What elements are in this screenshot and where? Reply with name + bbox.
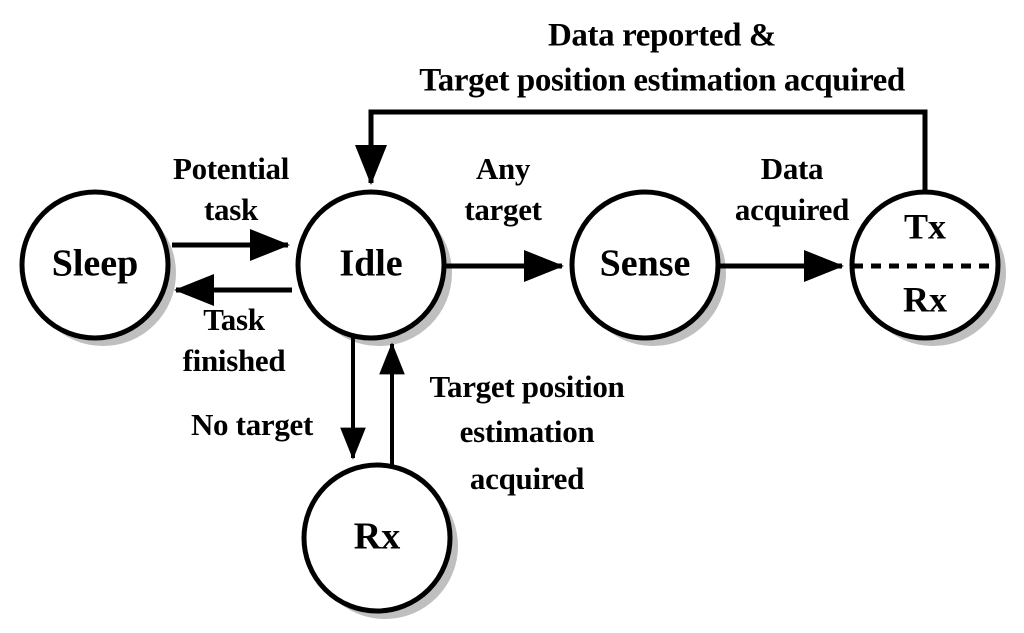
edge-label-data-acquired-line2: acquired xyxy=(735,192,849,227)
node-sleep[interactable]: Sleep xyxy=(19,189,171,341)
edges-layer xyxy=(172,109,928,468)
idle-node-label: Idle xyxy=(339,243,402,285)
node-rx[interactable]: Rx xyxy=(301,462,453,614)
edge-label-potential-task-line1: Potential xyxy=(173,151,290,186)
sense-node-label: Sense xyxy=(600,243,691,285)
sleep-node-label: Sleep xyxy=(52,243,139,285)
node-sense[interactable]: Sense xyxy=(569,189,721,341)
idle-node-circle[interactable] xyxy=(295,189,447,341)
edge-label-feedback-line2: Target position estimation acquired xyxy=(419,63,905,99)
edge-label-potential-task-line2: task xyxy=(204,192,259,227)
edge-labels-layer: Data reported & Target position estimati… xyxy=(173,18,905,497)
edge-label-any-target-line2: target xyxy=(464,192,542,227)
edge-label-data-acquired-line1: Data xyxy=(761,151,824,186)
node-idle[interactable]: Idle xyxy=(295,189,447,341)
txrx-node-label-tx: Tx xyxy=(904,206,946,246)
edge-label-tpe-line3: acquired xyxy=(470,461,584,496)
edge-txrx-to-idle-path xyxy=(355,109,928,192)
rx-node-circle[interactable] xyxy=(301,462,453,614)
edge-label-task-finished-line2: finished xyxy=(183,343,286,378)
sleep-node-circle[interactable] xyxy=(19,189,171,341)
sense-node-circle[interactable] xyxy=(569,189,721,341)
nodes-layer: Sleep Idle Sense Tx Rx Rx xyxy=(19,189,1001,614)
txrx-node-label-rx: Rx xyxy=(903,279,947,319)
edge-label-tpe-line2: estimation xyxy=(460,414,595,449)
node-txrx[interactable]: Tx Rx xyxy=(849,189,1001,341)
edge-label-any-target-line1: Any xyxy=(476,151,531,186)
edge-label-no-target: No target xyxy=(191,407,314,442)
edge-label-tpe-line1: Target position xyxy=(429,369,624,404)
edge-label-feedback-line1: Data reported & xyxy=(548,18,776,54)
edge-label-task-finished-line1: Task xyxy=(203,302,265,337)
rx-node-label: Rx xyxy=(354,516,400,558)
